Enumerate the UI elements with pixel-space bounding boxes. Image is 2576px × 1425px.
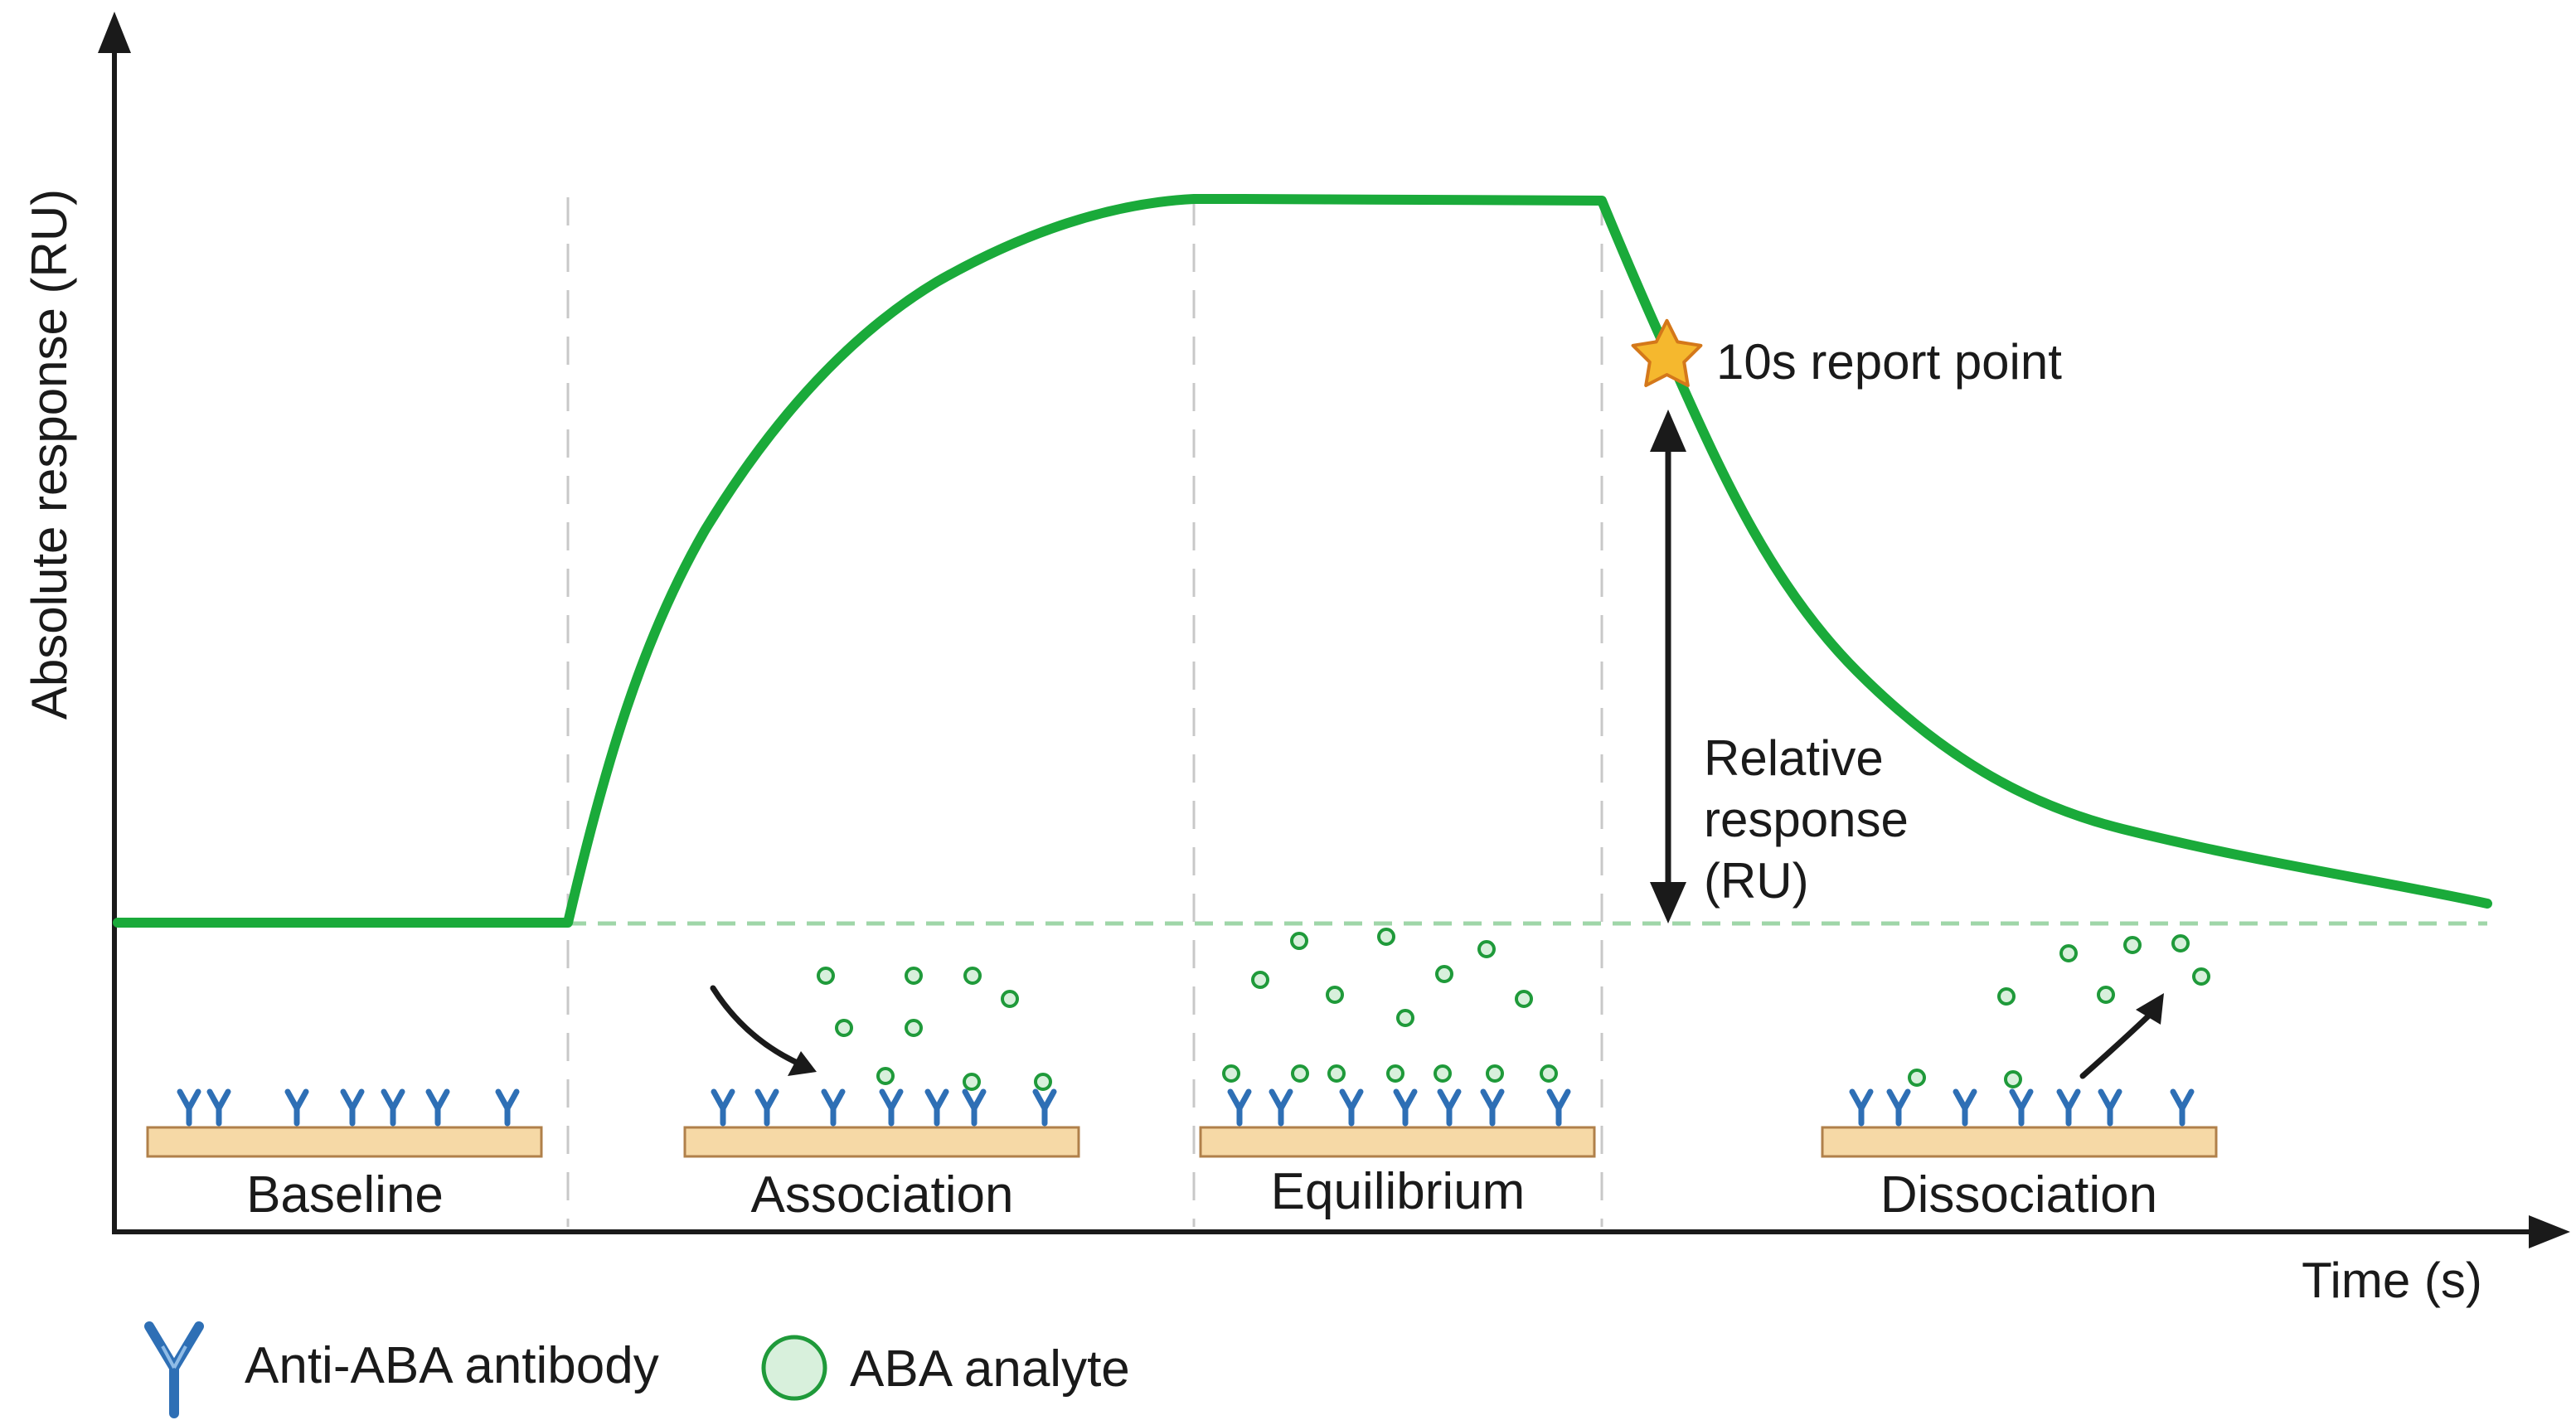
y-axis-arrowhead <box>98 12 131 53</box>
sensorgram-curve <box>113 194 2492 928</box>
binding-arrowhead <box>788 1051 817 1076</box>
sensor-chip <box>1821 1126 2218 1158</box>
antibody-group <box>714 1092 1054 1123</box>
axes <box>98 12 2570 1248</box>
phase-label-association: Association <box>750 1166 1013 1224</box>
antibody-group <box>1852 1092 2191 1123</box>
x-axis-label: Time (s) <box>2302 1253 2482 1308</box>
x-axis-arrowhead <box>2529 1215 2570 1248</box>
phase-label-equilibrium: Equilibrium <box>1271 1163 1526 1220</box>
release-arrowhead <box>2136 993 2164 1025</box>
relative-response-line-2: response <box>1704 792 1909 847</box>
relative-response-arrowhead-bottom <box>1650 882 1686 923</box>
report-point-star-icon <box>1631 318 1703 387</box>
antibody-group <box>1230 1092 1568 1123</box>
binding-arrow-icon <box>710 985 806 1069</box>
phase-association: Association <box>683 967 1080 1224</box>
release-arrow-icon <box>2079 1012 2152 1079</box>
phase-baseline: Baseline <box>146 1092 543 1224</box>
sensor-chip <box>1199 1126 1596 1158</box>
analyte-group <box>817 967 1052 1091</box>
phase-label-baseline: Baseline <box>246 1166 444 1224</box>
legend-antibody-label: Anti-ABA antibody <box>245 1337 659 1394</box>
sensor-chip <box>146 1126 543 1158</box>
sensor-chip <box>683 1126 1080 1158</box>
phase-dissociation: Dissociation <box>1821 934 2218 1224</box>
y-axis-label: Absolute response (RU) <box>22 189 77 720</box>
legend: Anti-ABA antibody ABA analyte <box>144 1321 1130 1418</box>
analyte-group <box>1222 928 1558 1083</box>
phase-equilibrium: Equilibrium <box>1199 928 1596 1220</box>
relative-response-label: Relative response (RU) <box>1704 730 1923 909</box>
phase-dividers <box>566 197 1603 1227</box>
relative-response-arrowhead-top <box>1650 410 1686 452</box>
relative-response-line-3: (RU) <box>1704 853 1809 909</box>
report-point-label: 10s report point <box>1716 334 2062 390</box>
relative-response-line-1: Relative <box>1704 730 1884 786</box>
analyte-group <box>1908 934 2210 1088</box>
antibody-group <box>180 1092 517 1123</box>
legend-analyte-icon <box>761 1335 827 1401</box>
phase-label-dissociation: Dissociation <box>1880 1166 2157 1224</box>
legend-antibody-icon <box>144 1321 204 1418</box>
legend-analyte-label: ABA analyte <box>850 1340 1130 1398</box>
